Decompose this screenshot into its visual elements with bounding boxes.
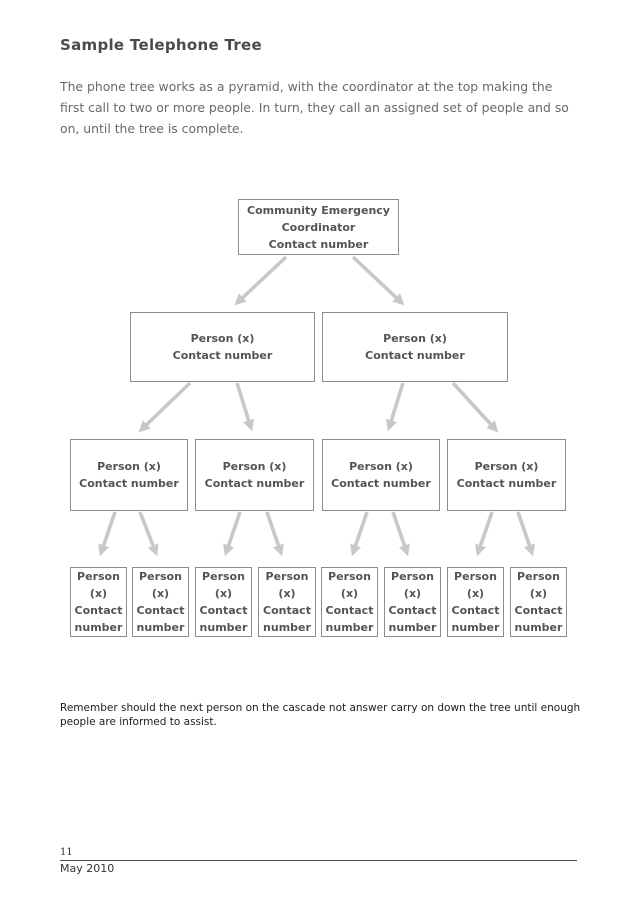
tree-node-level-4-5: Person (x) Contact number [321,567,378,637]
tree-node-label-line: (x) [529,587,548,600]
tree-node-label-line: number [199,621,248,634]
tree-node-label-line: Contact [199,604,248,617]
tree-node-level-4-1: Person (x) Contact number [70,567,127,637]
tree-node-label-line: Contact number [456,477,557,490]
tree-node-label-line: Person [202,570,245,583]
tree-node-label-line: Person [139,570,182,583]
tree-node-label-line: Contact number [365,349,465,362]
arrow-root-left [234,255,288,306]
tree-node-level-3-3: Person (x) Contact number [322,439,440,511]
tree-node-label-line: number [136,621,185,634]
tree-node-label-line: Contact number [79,477,179,490]
footer-divider [60,860,577,861]
tree-node-level-4-4: Person (x) Contact number [258,567,316,637]
arrow-l2a-1 [138,381,192,433]
tree-node-level-4-8: Person (x) Contact number [510,567,567,637]
tree-node-label-line: Person (x) [474,460,539,473]
tree-node-label-line: Contact [514,604,563,617]
arrow-l3b-2 [265,511,284,557]
tree-node-level-2-2: Person (x) Contact number [322,312,508,382]
arrow-l3d-2 [516,511,535,557]
tree-node-label-line: Person (x) [383,332,447,345]
tree-node-label-line: (x) [340,587,359,600]
arrow-l2b-1 [385,382,405,432]
tree-node-label-line: number [451,621,500,634]
arrow-l3b-1 [223,511,242,557]
tree-node-label-line: Person (x) [222,460,287,473]
tree-node-label-line: Person (x) [349,460,413,473]
tree-node-level-3-2: Person (x) Contact number [195,439,314,511]
tree-node-label-line: Contact [325,604,374,617]
tree-node-label-line: number [325,621,374,634]
tree-node-label-line: (x) [214,587,233,600]
tree-node-label-line: number [388,621,437,634]
tree-node-label-line: Coordinator [281,220,356,234]
tree-node-label-line: Person [517,570,560,583]
arrow-l2a-2 [235,382,255,432]
tree-node-level-2-1: Person (x) Contact number [130,312,315,382]
tree-node-label-line: Contact [263,604,311,617]
tree-node-level-3-4: Person (x) Contact number [447,439,566,511]
arrow-l3c-1 [350,511,369,557]
reminder-note: Remember should the next person on the c… [60,702,581,728]
tree-node-label-line: Contact number [331,477,431,490]
tree-node-label-line: (x) [466,587,485,600]
tree-node-level-4-3: Person (x) Contact number [195,567,252,637]
tree-node-label-line: Person [328,570,371,583]
footer-date: May 2010 [60,862,115,875]
tree-node-label-line: Contact number [204,477,305,490]
tree-node-label-line: Person [391,570,434,583]
page-number: 11 [60,847,73,858]
tree-node-label-line: Contact [388,604,437,617]
page-title: Sample Telephone Tree [60,36,262,54]
tree-node-label-line: Person [454,570,497,583]
arrow-l3a-1 [98,511,117,557]
arrow-l3d-1 [475,511,494,557]
tree-node-label-line: Contact [136,604,185,617]
tree-node-label-line: Contact number [268,237,369,251]
tree-node-level-3-1: Person (x) Contact number [70,439,188,511]
tree-node-label-line: number [514,621,563,634]
tree-node-label-line: Person [77,570,120,583]
intro-paragraph: The phone tree works as a pyramid, with … [60,79,569,136]
tree-node-label-line: Contact number [172,349,273,362]
tree-node-label-line: Person (x) [190,332,255,345]
tree-node-label-line: (x) [278,587,296,600]
tree-node-label-line: number [74,621,123,634]
tree-node-level-4-7: Person (x) Contact number [447,567,504,637]
tree-node-label-line: (x) [403,587,422,600]
page-footer: 11 May 2010 [60,846,577,876]
tree-node-label-line: Person (x) [97,460,161,473]
arrow-l3a-2 [138,511,159,557]
tree-node-label-line: Contact [451,604,500,617]
arrow-l3c-2 [391,511,410,557]
tree-node-level-4-2: Person (x) Contact number [132,567,189,637]
arrow-root-right [351,255,405,306]
tree-node-label-line: Community Emergency [247,203,390,217]
tree-node-label-line: Person [265,570,309,583]
arrow-l2b-2 [451,381,499,433]
tree-node-label-line: Contact [74,604,123,617]
tree-node-label-line: (x) [151,587,170,600]
tree-node-level-4-6: Person (x) Contact number [384,567,441,637]
tree-node-label-line: number [263,621,311,634]
tree-node-label-line: (x) [89,587,108,600]
